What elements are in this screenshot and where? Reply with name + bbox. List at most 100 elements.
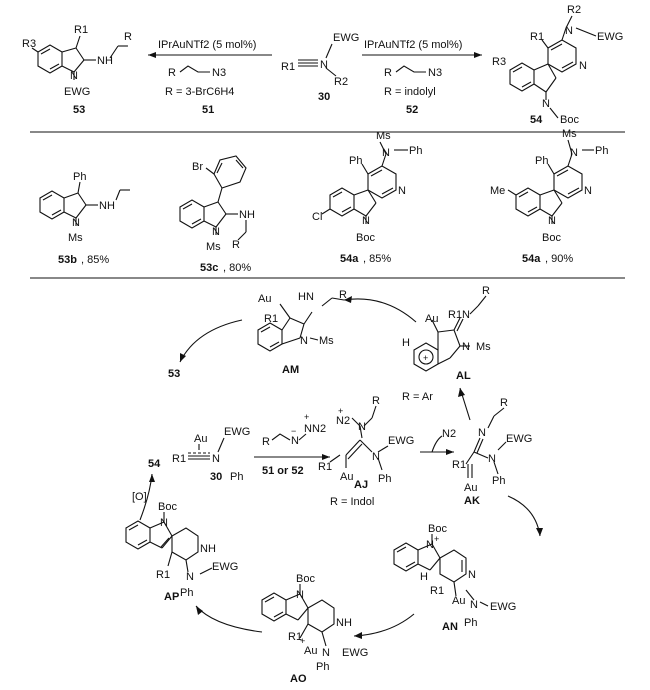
example-54a-cl-structure	[321, 141, 408, 224]
azide-minus: −	[291, 426, 296, 436]
intermediate-ap-ewg: EWG	[212, 561, 238, 573]
product-54-structure	[509, 15, 597, 119]
product-54-n-ring: N	[579, 60, 587, 72]
left-r-definition: R = 3-BrC6H4	[165, 86, 234, 98]
intermediate-am-ms: Ms	[319, 335, 334, 347]
example-54a-me-ph2: Ph	[595, 145, 608, 157]
intermediate-ak-ph: Ph	[492, 475, 505, 487]
azide-r: R	[262, 436, 270, 448]
intermediate-ap-boc: Boc	[158, 501, 177, 513]
n2-loss-arrow	[431, 435, 443, 453]
intermediate-al-plus: +	[423, 353, 428, 363]
intermediate-ao-r1: R1	[288, 631, 302, 643]
oxidant-label: [O]	[132, 491, 147, 503]
arrow-ao-to-ap	[195, 605, 263, 633]
intermediate-al-r-definition: R = Ar	[402, 391, 433, 403]
intermediate-al-r1: R1	[448, 309, 462, 321]
product-53-r3: R3	[22, 38, 36, 50]
example-53b-label: 53b	[58, 254, 77, 266]
arrow-am-to-53	[179, 319, 243, 363]
example-54a-me-structure	[507, 139, 594, 224]
intermediate-an-structure	[393, 534, 489, 607]
intermediate-ak-structure	[465, 407, 507, 478]
left-azide-r: R	[168, 67, 176, 79]
intermediate-al-structure	[413, 295, 487, 372]
intermediate-an-n-ring: N	[468, 569, 476, 581]
intermediate-aj-structure	[329, 405, 389, 471]
intermediate-ak-label: AK	[464, 495, 480, 507]
azide-plus: +	[304, 412, 309, 422]
example-54a-cl-nindole: N	[362, 215, 370, 227]
intermediate-ap-structure	[125, 512, 213, 575]
intermediate-an-r1: R1	[430, 585, 444, 597]
intermediate-ao-boc: Boc	[296, 573, 315, 585]
intermediate-al-au: Au	[425, 313, 438, 325]
intermediate-ap-n2: N	[186, 571, 194, 583]
intermediate-ak-n-im: N	[478, 427, 486, 439]
right-catalyst: IPrAuNTf2 (5 mol%)	[364, 39, 462, 51]
example-53c-ms: Ms	[206, 241, 221, 253]
intermediate-al-label: AL	[456, 370, 471, 382]
example-54a-me-boc: Boc	[542, 232, 561, 244]
product-54-boc: Boc	[560, 114, 579, 126]
example-53b-ms: Ms	[68, 232, 83, 244]
intermediate-ap-nh: NH	[200, 543, 216, 555]
intermediate-aj-r: R	[372, 395, 380, 407]
left-catalyst: IPrAuNTf2 (5 mol%)	[158, 39, 256, 51]
intermediate-an-label: AN	[442, 621, 458, 633]
intermediate-aj-ph: Ph	[378, 473, 391, 485]
right-azide-n3: N3	[428, 67, 442, 79]
product-54-n-top: N	[565, 25, 573, 37]
intermediate-an-h: H	[420, 571, 428, 583]
intermediate-ap-r1: R1	[156, 569, 170, 581]
example-54a-me-ms: Ms	[562, 128, 577, 140]
right-azide-r: R	[384, 67, 392, 79]
intermediate-an-boc: Boc	[428, 523, 447, 535]
intermediate-aj-n2: N2	[336, 415, 350, 427]
product-54-r3: R3	[492, 56, 506, 68]
reagent-51-or-52: 51 or 52	[262, 465, 304, 477]
product-53-r1: R1	[74, 24, 88, 36]
cycle-start-ewg: EWG	[224, 426, 250, 438]
intermediate-ap-label: AP	[164, 591, 179, 603]
intermediate-aj-au: Au	[340, 471, 353, 483]
start-n: N	[320, 59, 328, 71]
intermediate-ak-ewg: EWG	[506, 433, 532, 445]
intermediate-ao-au: Au	[304, 645, 317, 657]
intermediate-am-structure	[257, 297, 345, 352]
intermediate-ak-n: N	[488, 453, 496, 465]
example-54a-cl-ph2: Ph	[409, 145, 422, 157]
example-54a-cl-ph: Ph	[349, 155, 362, 167]
example-54a-cl-n: N	[382, 147, 390, 159]
cycle-start-label: 30	[210, 471, 222, 483]
intermediate-an-ph: Ph	[464, 617, 477, 629]
product-53-nh: NH	[97, 55, 113, 67]
product-54-n-indole: N	[542, 98, 550, 110]
intermediate-al-n-im: N	[462, 309, 470, 321]
product-53-r: R	[124, 31, 132, 43]
azide-n2: N	[304, 423, 312, 435]
intermediate-an-nplus: N	[426, 539, 434, 551]
intermediate-am-n: N	[300, 335, 308, 347]
example-54a-me-ph: Ph	[535, 155, 548, 167]
intermediate-an-plus: +	[434, 534, 439, 544]
intermediate-ao-n: N	[296, 589, 304, 601]
product-53-ewg: EWG	[64, 86, 90, 98]
product-53-structure	[31, 35, 128, 80]
intermediate-ak-au: Au	[464, 482, 477, 494]
intermediate-an-n: N	[470, 599, 478, 611]
arrow-an-to-ao	[353, 613, 415, 637]
example-54a-cl-cl: Cl	[312, 211, 322, 223]
intermediate-aj-label: AJ	[354, 479, 368, 491]
intermediate-aj-plus: +	[338, 406, 343, 416]
example-53c-nh: NH	[239, 209, 255, 221]
example-54a-cl-ms: Ms	[376, 130, 391, 142]
intermediate-ak-r1: R1	[452, 459, 466, 471]
right-r-definition: R = indolyl	[384, 86, 436, 98]
intermediate-al-ms: Ms	[476, 341, 491, 353]
cycle-product-54-top: 54	[148, 458, 161, 470]
product-53-n: N	[70, 70, 78, 82]
example-53c-r: R	[232, 239, 240, 251]
intermediate-aj-ewg: EWG	[388, 435, 414, 447]
